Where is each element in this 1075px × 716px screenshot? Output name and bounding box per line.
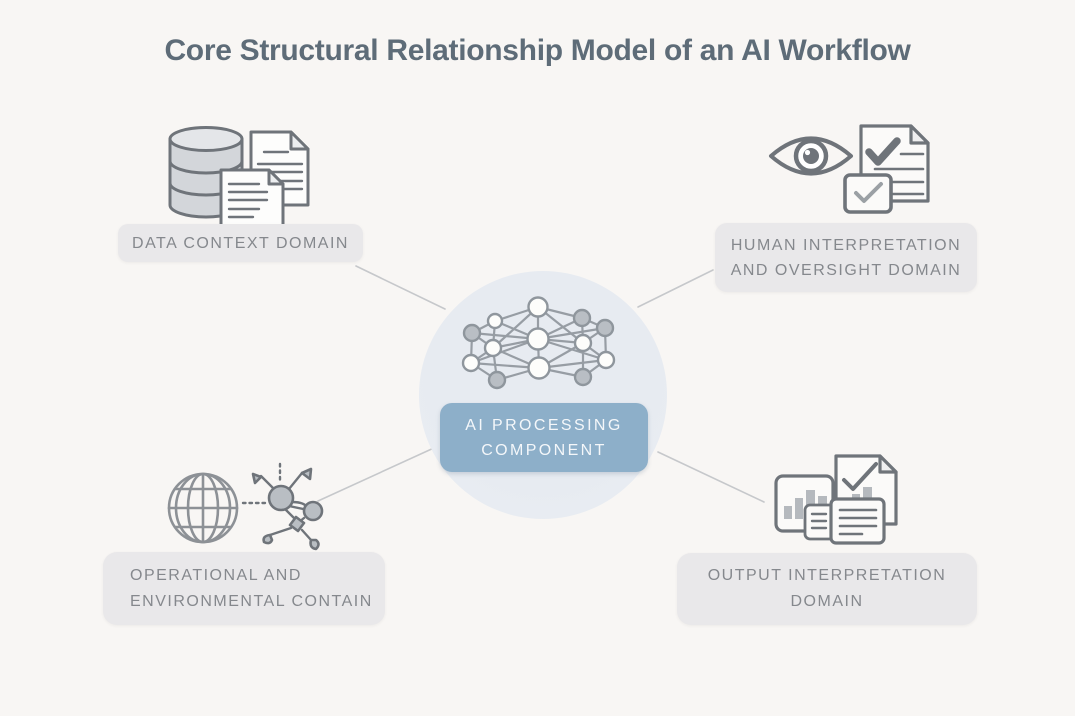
ai-processing-component-node: AI PROCESSING COMPONENT bbox=[440, 403, 648, 472]
connector-top-right bbox=[637, 269, 714, 308]
domain-box-output-interpretation: OUTPUT INTERPRETATION DOMAIN bbox=[677, 553, 977, 625]
domain-label-line1: OUTPUT INTERPRETATION bbox=[707, 567, 947, 584]
connector-bottom-left bbox=[317, 446, 437, 502]
domain-label-line1: OPERATIONAL AND bbox=[130, 566, 302, 584]
connector-bottom-right bbox=[657, 451, 765, 503]
domain-label-line1: HUMAN INTERPRETATION bbox=[730, 236, 962, 254]
domain-label-line2: DOMAIN bbox=[790, 593, 864, 610]
database-documents-icon bbox=[168, 126, 310, 228]
domain-label-line2: ENVIRONMENTAL CONTAIN bbox=[130, 592, 373, 610]
domain-label: DATA CONTEXT DOMAIN bbox=[132, 234, 349, 252]
domain-box-operational-environmental: OPERATIONAL AND ENVIRONMENTAL CONTAIN bbox=[103, 552, 385, 625]
center-label-line1: AI PROCESSING bbox=[465, 416, 623, 434]
domain-box-human-oversight: HUMAN INTERPRETATION AND OVERSIGHT DOMAI… bbox=[715, 223, 977, 292]
center-label-line2: COMPONENT bbox=[481, 441, 607, 459]
domain-box-data-context: DATA CONTEXT DOMAIN bbox=[118, 224, 363, 262]
page-title: Core Structural Relationship Model of an… bbox=[164, 34, 911, 67]
neural-network-icon bbox=[461, 296, 616, 390]
charts-report-icon bbox=[774, 454, 898, 545]
domain-label-line2: AND OVERSIGHT DOMAIN bbox=[730, 261, 962, 279]
connector-top-left bbox=[355, 265, 446, 310]
eye-checklist-icon bbox=[769, 124, 930, 214]
globe-molecule-icon bbox=[167, 462, 324, 551]
